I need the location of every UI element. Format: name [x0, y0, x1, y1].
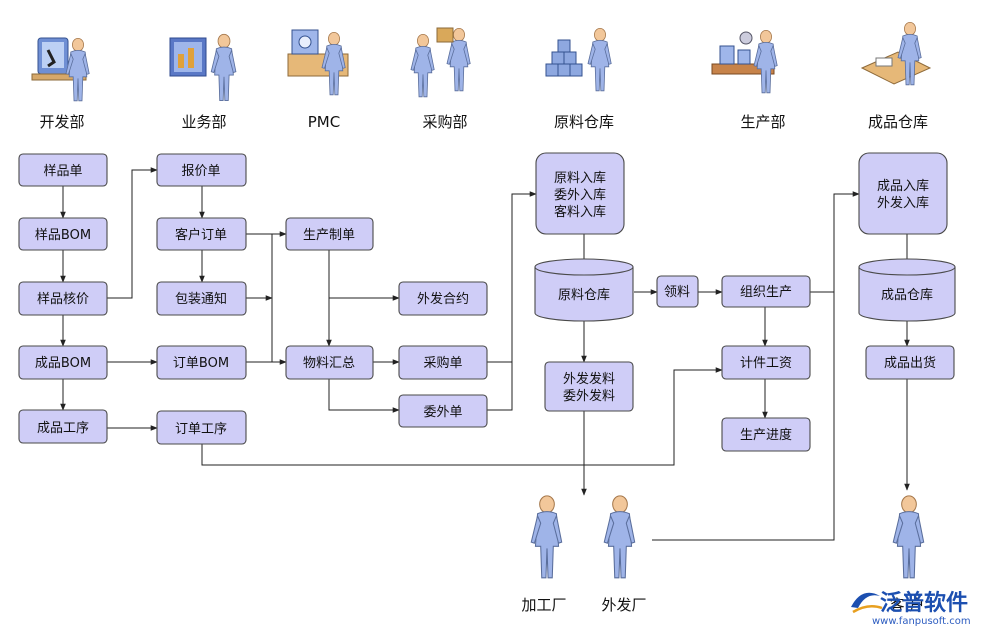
person-label: 外发厂: [601, 596, 646, 614]
node-finished-inbound[interactable]: 成品入库 外发入库: [858, 152, 948, 235]
node-order-process[interactable]: 订单工序: [156, 410, 247, 445]
node-label: 生产制单: [303, 228, 355, 243]
process-boxes: 样品单 样品BOM 样品核价 成品BOM 成品工序 报价单 客户订单 包装通: [18, 152, 956, 452]
person-processing-factory: 加工厂: [521, 495, 567, 614]
node-material-issue[interactable]: 外发发料 委外发料: [544, 361, 634, 412]
arrow-order-process-to-wage: [201, 367, 723, 466]
node-label: 物料汇总: [303, 356, 355, 371]
node-product-bom[interactable]: 成品BOM: [18, 345, 108, 380]
node-label: 外发发料: [563, 371, 615, 387]
node-finished-shipment[interactable]: 成品出货: [865, 345, 955, 380]
node-organize-production[interactable]: 组织生产: [721, 275, 811, 308]
node-label: 生产进度: [740, 427, 792, 443]
arrow-summary-to-subcontract: [328, 379, 400, 413]
node-production-progress[interactable]: 生产进度: [721, 417, 811, 452]
node-material-inbound[interactable]: 原料入库 委外入库 客料入库: [535, 152, 625, 235]
node-label: 外发入库: [877, 195, 929, 211]
finished-goods-desk-icon: [860, 21, 932, 86]
node-piece-wage[interactable]: 计件工资: [721, 345, 811, 380]
department-header-production: 生产部: [711, 29, 786, 131]
node-raw-warehouse[interactable]: 原料仓库: [534, 258, 634, 322]
person-label: 客 户: [890, 596, 925, 614]
department-header-purchasing: 采购部: [410, 27, 471, 131]
node-outsource-contract[interactable]: 外发合约: [398, 281, 488, 316]
pmc-planning-icon: [287, 29, 349, 96]
arrow-pricing-to-quotation: [107, 167, 158, 299]
brand-url: www.fanpusoft.com: [872, 616, 971, 627]
line-outsource-to-finished: [652, 194, 835, 541]
department-header-raw-warehouse: 原料仓库: [545, 27, 614, 131]
person-icon: [892, 495, 925, 579]
node-label: 包装通知: [175, 291, 227, 307]
person-icon: [530, 495, 563, 579]
node-material-summary[interactable]: 物料汇总: [285, 345, 374, 380]
department-label: PMC: [308, 113, 340, 131]
node-label: 组织生产: [740, 285, 792, 300]
person-icon: [603, 495, 636, 579]
node-label: 样品单: [43, 164, 82, 179]
node-subcontract-order[interactable]: 委外单: [398, 394, 488, 428]
node-label: 成品出货: [884, 355, 936, 371]
node-packing-notice[interactable]: 包装通知: [156, 281, 247, 316]
node-sample-pricing[interactable]: 样品核价: [18, 281, 108, 316]
node-label: 报价单: [181, 164, 220, 179]
raw-material-warehouse-icon: [545, 27, 612, 92]
connector-lines: [60, 167, 910, 541]
node-requisition[interactable]: 领料: [656, 275, 699, 308]
node-label: 成品入库: [877, 178, 929, 194]
production-line-icon: [711, 29, 778, 94]
node-label: 成品仓库: [881, 287, 933, 303]
brand-logo: 泛普软件 www.fanpusoft.com: [851, 590, 971, 627]
department-header-pmc: PMC: [287, 29, 349, 131]
node-customer-order[interactable]: 客户订单: [156, 217, 247, 251]
department-label: 采购部: [422, 113, 467, 131]
node-label: 委外入库: [554, 187, 606, 203]
node-sample-bom[interactable]: 样品BOM: [18, 217, 108, 251]
node-label: 订单BOM: [173, 356, 229, 371]
brand-name: 泛普软件: [880, 590, 968, 616]
node-label: 原料入库: [554, 170, 606, 186]
node-label: 客料入库: [554, 204, 606, 220]
person-outsource-factory: 外发厂: [601, 495, 647, 614]
sales-presentation-icon: [169, 33, 237, 102]
person-customer: 客 户: [890, 495, 925, 614]
purchasing-handshake-icon: [410, 27, 471, 98]
node-label: 委外发料: [563, 388, 615, 404]
department-header-finished-warehouse: 成品仓库: [860, 21, 932, 131]
department-header-sales: 业务部: [169, 33, 237, 131]
arrow-subcontract-to-inbound: [487, 191, 537, 411]
node-finished-warehouse[interactable]: 成品仓库: [858, 258, 956, 322]
node-quotation[interactable]: 报价单: [156, 153, 247, 187]
node-label: 委外单: [423, 405, 462, 420]
node-label: 成品BOM: [35, 356, 91, 371]
node-label: 原料仓库: [558, 287, 610, 303]
person-label: 加工厂: [521, 596, 566, 614]
node-label: 订单工序: [175, 422, 227, 437]
node-production-order[interactable]: 生产制单: [285, 217, 374, 251]
node-sample-order[interactable]: 样品单: [18, 153, 108, 187]
developer-microscope-icon: [31, 37, 90, 102]
node-label: 客户订单: [175, 227, 227, 243]
fanpu-logo-icon: [851, 592, 883, 614]
department-label: 业务部: [181, 113, 226, 131]
node-order-bom[interactable]: 订单BOM: [156, 345, 247, 380]
department-label: 原料仓库: [554, 113, 614, 131]
node-label: 领料: [664, 285, 690, 300]
node-label: 样品BOM: [35, 228, 91, 243]
node-label: 成品工序: [37, 421, 89, 436]
node-purchase-order[interactable]: 采购单: [398, 345, 488, 380]
node-product-process[interactable]: 成品工序: [18, 409, 108, 444]
node-label: 样品核价: [37, 292, 89, 307]
department-header-developer: 开发部: [31, 37, 90, 131]
node-label: 外发合约: [417, 291, 469, 307]
node-label: 采购单: [423, 355, 462, 371]
department-label: 开发部: [39, 113, 84, 131]
node-label: 计件工资: [740, 356, 792, 371]
department-label: 成品仓库: [868, 113, 928, 131]
department-label: 生产部: [740, 113, 785, 131]
